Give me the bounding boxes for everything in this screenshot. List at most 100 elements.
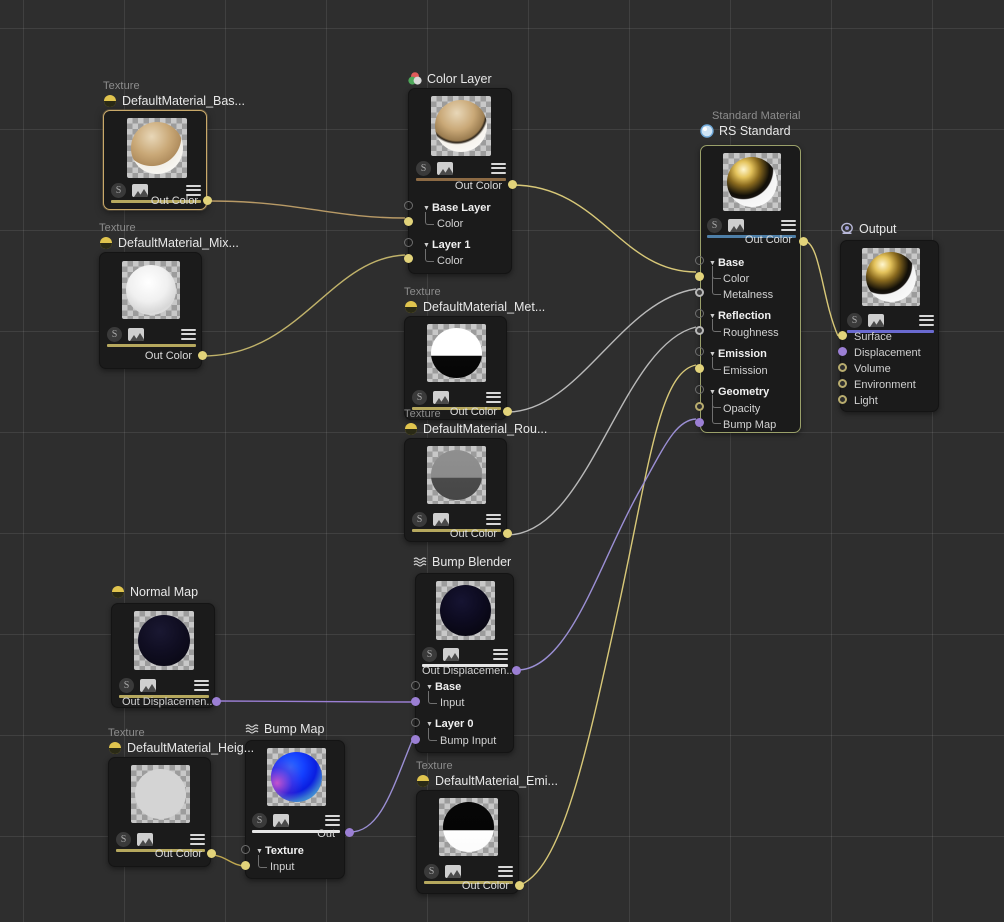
input-geometry-opacity[interactable]: Opacity: [723, 403, 761, 415]
input-layer-0-bump-input[interactable]: Bump Input: [440, 735, 497, 747]
input-port-reflection[interactable]: [695, 309, 704, 318]
image-preview-icon[interactable]: [445, 864, 461, 878]
input-displacement[interactable]: Displacement: [854, 347, 921, 359]
input-texture-input[interactable]: Input: [270, 861, 295, 873]
shader-badge-icon[interactable]: S: [119, 677, 134, 693]
image-preview-icon[interactable]: [433, 512, 449, 526]
node-body[interactable]: S: [103, 110, 207, 210]
shader-badge-icon[interactable]: S: [252, 812, 267, 828]
image-preview-icon[interactable]: [273, 813, 289, 827]
input-layer-1-color[interactable]: Color: [437, 255, 464, 267]
output-port[interactable]: [799, 237, 808, 246]
input-port-base-color[interactable]: [695, 272, 704, 281]
shader-badge-icon[interactable]: S: [847, 312, 862, 328]
output-port[interactable]: [508, 180, 517, 189]
output-port[interactable]: [203, 196, 212, 205]
shader-badge-icon[interactable]: S: [707, 217, 722, 233]
node-body[interactable]: S: [416, 790, 519, 894]
node-output[interactable]: Output S Surface Displacement Volume Env…: [838, 222, 939, 412]
input-light[interactable]: Light: [854, 395, 878, 407]
image-preview-icon[interactable]: [128, 327, 144, 341]
node-body[interactable]: S Out Color ▼Base Color Metalness ▼Refle…: [700, 145, 801, 433]
input-group-emission[interactable]: ▼Emission: [709, 348, 767, 360]
input-port-base-layer[interactable]: [404, 201, 413, 210]
input-base-color[interactable]: Color: [723, 273, 750, 285]
input-base-input[interactable]: Input: [440, 697, 465, 709]
output-port[interactable]: [198, 351, 207, 360]
node-bump-blender[interactable]: Bump Blender S Out Displacemen... ▼Base …: [411, 555, 521, 753]
node-body[interactable]: S: [404, 316, 507, 420]
input-group-reflection[interactable]: ▼Reflection: [709, 310, 772, 322]
input-port-base[interactable]: [411, 681, 420, 690]
input-geometry-bump-map[interactable]: Bump Map: [723, 419, 777, 431]
image-preview-icon[interactable]: [437, 161, 453, 175]
output-port[interactable]: [503, 407, 512, 416]
image-preview-icon[interactable]: [132, 183, 148, 197]
node-body[interactable]: S Surface Displacement Volume Environmen…: [840, 240, 939, 412]
input-port-base-layer-color[interactable]: [404, 217, 413, 226]
node-menu-icon[interactable]: [486, 513, 501, 525]
node-bump-map[interactable]: Bump Map S Out ▼Texture Input: [241, 722, 354, 879]
input-group-base-layer[interactable]: ▼Base Layer: [423, 202, 491, 214]
input-environment[interactable]: Environment: [854, 379, 916, 391]
output-port[interactable]: [515, 881, 524, 890]
input-port-roughness[interactable]: [695, 326, 704, 335]
image-preview-icon[interactable]: [868, 313, 884, 327]
input-group-base[interactable]: ▼Base: [709, 257, 745, 269]
node-menu-icon[interactable]: [493, 648, 508, 660]
image-preview-icon[interactable]: [137, 832, 153, 846]
input-group-texture[interactable]: ▼Texture: [256, 845, 304, 857]
node-body[interactable]: S Out Color ▼Base Layer Color ▼Layer 1 C…: [408, 88, 512, 274]
node-body[interactable]: S Out Displacemen...: [111, 603, 216, 708]
node-menu-icon[interactable]: [491, 162, 506, 174]
input-port-bump-map[interactable]: [695, 418, 704, 427]
input-group-layer-0[interactable]: ▼Layer 0: [426, 718, 474, 730]
input-port-surface[interactable]: [838, 331, 847, 340]
shader-badge-icon[interactable]: S: [107, 326, 122, 342]
input-port-bump-input[interactable]: [411, 735, 420, 744]
node-menu-icon[interactable]: [919, 314, 934, 326]
node-menu-icon[interactable]: [194, 679, 209, 691]
input-port-light[interactable]: [838, 395, 847, 404]
output-port[interactable]: [345, 828, 354, 837]
input-port-base-input[interactable]: [411, 697, 420, 706]
node-menu-icon[interactable]: [498, 865, 513, 877]
input-group-geometry[interactable]: ▼Geometry: [709, 386, 770, 398]
node-texture-mix[interactable]: Texture DefaultMaterial_Mix... S Out Col…: [99, 222, 239, 369]
node-body[interactable]: S: [404, 438, 507, 542]
input-port-opacity[interactable]: [695, 402, 704, 411]
shader-badge-icon[interactable]: S: [424, 863, 439, 879]
node-texture-metalness[interactable]: Texture DefaultMaterial_Met... S Out Col…: [404, 286, 545, 420]
node-texture-base[interactable]: Texture DefaultMaterial_Bas... S Out Col…: [103, 80, 245, 210]
input-port-geometry[interactable]: [695, 385, 704, 394]
input-surface[interactable]: Surface: [854, 331, 892, 343]
image-preview-icon[interactable]: [433, 390, 449, 404]
node-color-layer[interactable]: Color Layer S Out Color ▼Base Layer Colo…: [404, 72, 517, 274]
input-port-emission-group[interactable]: [695, 347, 704, 356]
node-normal-map[interactable]: Normal Map S Out Displacemen...: [111, 585, 221, 708]
node-rs-standard[interactable]: Standard Material RS Standard S Out Colo…: [695, 110, 808, 433]
node-body[interactable]: S: [99, 252, 202, 369]
input-port-texture-input[interactable]: [241, 861, 250, 870]
output-port[interactable]: [207, 849, 216, 858]
shader-badge-icon[interactable]: S: [412, 511, 427, 527]
input-base-metalness[interactable]: Metalness: [723, 289, 774, 301]
node-menu-icon[interactable]: [186, 184, 201, 196]
node-texture-roughness[interactable]: Texture DefaultMaterial_Rou... S Out Col…: [404, 408, 547, 542]
node-body[interactable]: S Out ▼Texture Input: [245, 740, 345, 879]
shader-badge-icon[interactable]: S: [422, 646, 437, 662]
shader-badge-icon[interactable]: S: [416, 160, 431, 176]
input-emission-emission[interactable]: Emission: [723, 365, 768, 377]
input-port-base[interactable]: [695, 256, 704, 265]
output-port[interactable]: [503, 529, 512, 538]
output-port[interactable]: [512, 666, 521, 675]
input-port-layer-1[interactable]: [404, 238, 413, 247]
node-texture-emission[interactable]: Texture DefaultMaterial_Emi... S Out Col…: [416, 760, 558, 894]
node-menu-icon[interactable]: [781, 219, 796, 231]
shader-badge-icon[interactable]: S: [111, 182, 126, 198]
image-preview-icon[interactable]: [140, 678, 156, 692]
input-port-displacement[interactable]: [838, 347, 847, 356]
input-port-metalness[interactable]: [695, 288, 704, 297]
node-menu-icon[interactable]: [486, 391, 501, 403]
